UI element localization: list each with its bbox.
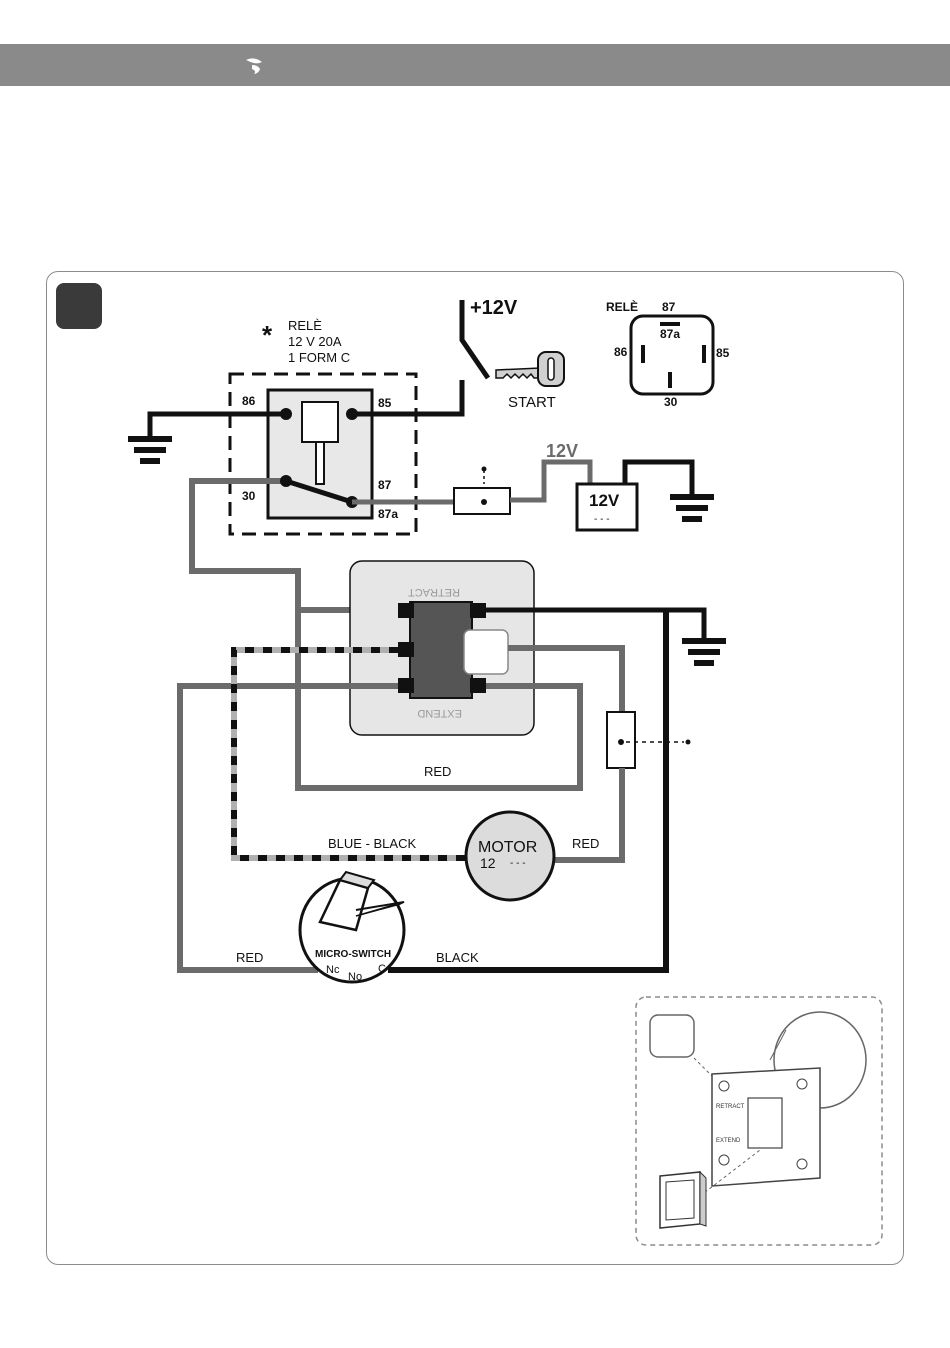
- inset-retract-label: RETRACT: [716, 1104, 745, 1110]
- relay-pin-85: 85: [378, 396, 392, 410]
- motor-symbol: - - -: [510, 858, 526, 869]
- ground-symbol-battery: [670, 494, 714, 522]
- step-badge: [56, 283, 102, 329]
- relay-plunger: [316, 442, 324, 484]
- ground-symbol-right: [682, 638, 726, 666]
- ground-symbol-left: [128, 436, 172, 464]
- relay-pin-86: 86: [242, 394, 256, 408]
- wire-label-red-motor: RED: [572, 836, 599, 851]
- relay-form: 1 FORM C: [288, 350, 350, 365]
- relay-terminal-86: [280, 408, 292, 420]
- microswitch-c: C: [378, 963, 386, 975]
- relay-note-marker: *: [262, 320, 273, 350]
- rocker-extend-label: EXTEND: [417, 707, 462, 719]
- pinout-name: RELÈ: [606, 299, 638, 314]
- relay-pin-30: 30: [242, 489, 256, 503]
- motor-label: MOTOR: [478, 839, 537, 856]
- inset-rocker-module: [660, 1172, 706, 1228]
- pinout-pin-85: 85: [716, 346, 730, 360]
- relay-terminal-30: [280, 475, 292, 487]
- battery-label: 12V: [589, 491, 620, 510]
- key-icon: [496, 352, 564, 386]
- pinout-pin-86: 86: [614, 345, 628, 359]
- battery-wire-label: 12V: [546, 441, 578, 461]
- relay-pin-87a: 87a: [378, 507, 398, 521]
- microswitch-label: MICRO-SWITCH: [315, 949, 391, 960]
- motor-voltage: 12: [480, 855, 496, 871]
- battery-symbol: - - -: [594, 514, 610, 525]
- ignition-start-label: START: [508, 394, 556, 411]
- pinout-pin-87: 87: [662, 300, 676, 314]
- rocker-indicator: [464, 630, 508, 674]
- pinout-pin-87a: 87a: [660, 327, 680, 341]
- ignition-supply-label: +12V: [470, 297, 518, 319]
- wire-label-red-micro: RED: [236, 950, 263, 965]
- pinout-pin-30: 30: [664, 395, 678, 409]
- relay-coil: [302, 402, 338, 442]
- microswitch-nc: Nc: [326, 964, 340, 976]
- wire-label-black-micro: BLACK: [436, 950, 479, 965]
- relay-pin-87: 87: [378, 478, 392, 492]
- inset-extend-label: EXTEND: [716, 1138, 741, 1144]
- microswitch-no: No: [348, 971, 362, 983]
- rocker-retract-label: RETRACT: [408, 586, 460, 598]
- relay-rating: 12 V 20A: [288, 334, 342, 349]
- rocker-switch-core: [410, 602, 472, 698]
- wire-label-red-bottom: RED: [424, 764, 451, 779]
- wire-label-blue-black: BLUE - BLACK: [328, 836, 416, 851]
- relay-name: RELÈ: [288, 318, 322, 333]
- inset-badge: [650, 1015, 694, 1057]
